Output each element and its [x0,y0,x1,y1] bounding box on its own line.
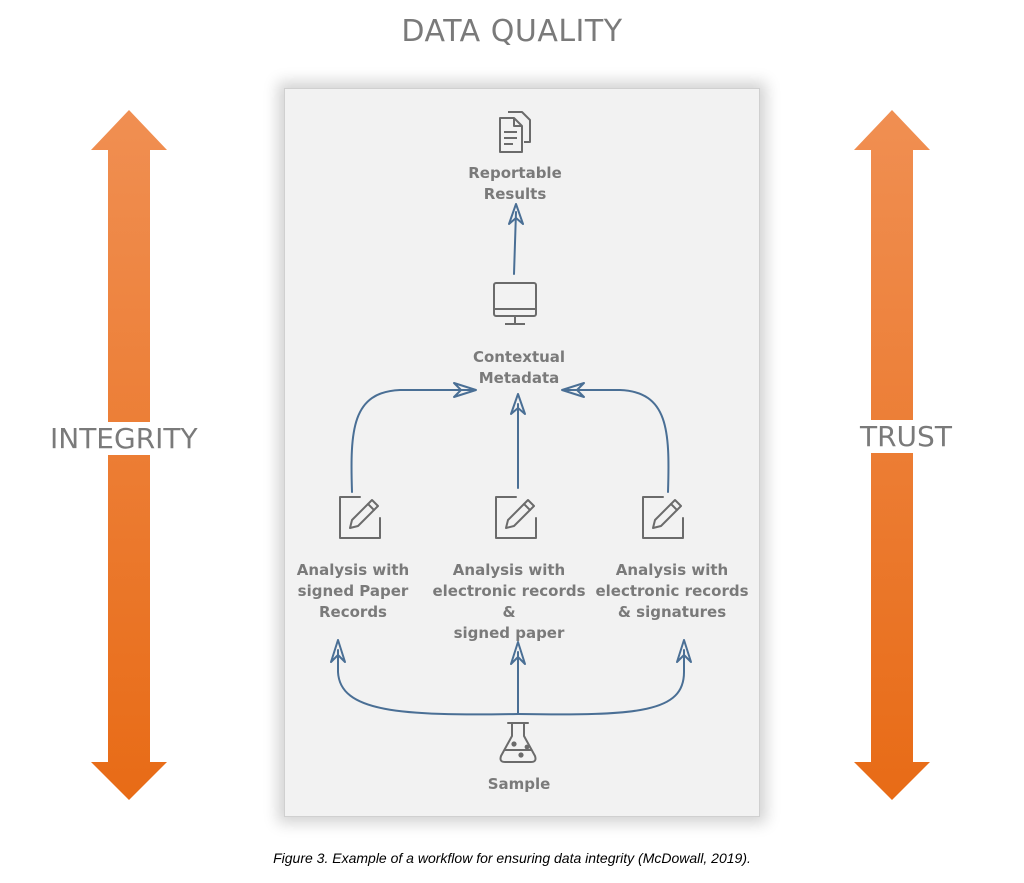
analysis-hybrid-label: Analysis with electronic records & signe… [424,560,594,644]
arrowhead-left-metadata [453,382,477,398]
integrity-label: INTEGRITY [46,422,202,455]
connector-metadata-results [513,211,517,275]
arrowhead-electronic [676,639,692,663]
monitor-icon [493,282,537,325]
connector-sample-paper [337,649,519,716]
paper-line-2: signed Paper [297,582,409,600]
sample-line-1: Sample [487,775,551,793]
reportable-line-2: Results [483,185,547,203]
electronic-line-1: Analysis with [615,561,729,579]
reportable-results-label: Reportable Results [430,163,600,205]
paper-line-3: Records [319,603,387,621]
connector-electronic-metadata [563,389,670,493]
integrity-double-arrow [91,110,167,800]
electronic-line-3: & signatures [617,603,727,621]
sample-label: Sample [434,774,604,795]
metadata-line-2: Metadata [478,369,560,387]
arrowhead-metadata-center [510,393,526,415]
arrowhead-paper [330,639,346,663]
diagram-title: DATA QUALITY [401,14,623,49]
trust-double-arrow [854,110,930,800]
contextual-metadata-label: Contextual Metadata [434,347,604,389]
hybrid-line-3: signed paper [453,624,565,642]
arrowhead-hybrid [510,641,526,665]
documents-icon [499,111,531,153]
hybrid-line-1: Analysis with [452,561,566,579]
flask-icon [499,722,537,763]
arrowhead-results [508,203,524,225]
edit-icon [339,496,381,539]
workflow-panel [284,88,760,817]
trust-label: TRUST [856,420,956,453]
hybrid-line-2: electronic records & [432,582,586,621]
arrowhead-right-metadata [561,382,585,398]
metadata-line-1: Contextual [472,348,566,366]
electronic-line-2: electronic records [595,582,749,600]
figure-caption: Figure 3. Example of a workflow for ensu… [273,850,751,866]
analysis-paper-label: Analysis with signed Paper Records [268,560,438,623]
analysis-electronic-label: Analysis with electronic records & signa… [587,560,757,623]
paper-line-1: Analysis with [296,561,410,579]
reportable-line-1: Reportable [468,164,562,182]
connector-paper-metadata [350,389,473,493]
edit-icon [642,496,684,539]
connector-sample-electronic [517,649,685,716]
edit-icon [495,496,537,539]
